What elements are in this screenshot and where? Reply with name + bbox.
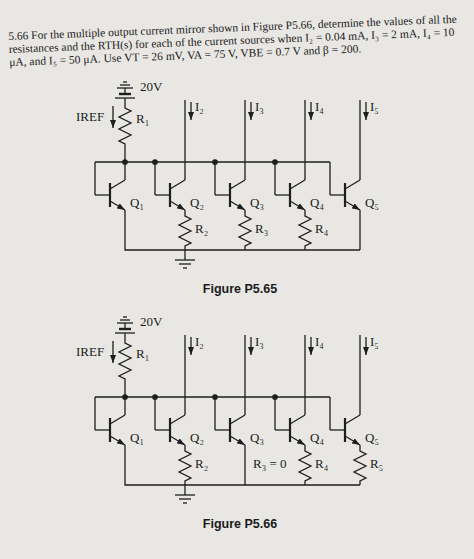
transistor-label: Q₄ (310, 196, 324, 211)
transistor-label: Q₂ (190, 196, 204, 211)
figure-caption: Figure P5.66 (203, 517, 277, 531)
transistor-label: Q₅ (365, 431, 379, 446)
transistor-label: Q₁ (130, 196, 144, 211)
current-label: I₂ (195, 100, 204, 115)
resistor-label: R₃ (255, 222, 268, 237)
resistor-label: R₁ (136, 347, 149, 362)
transistor-label: Q₃ (250, 196, 264, 211)
current-label: I₅ (370, 100, 379, 115)
current-label: I₃ (255, 100, 264, 115)
resistor-label: R₃ = 0 (253, 457, 287, 472)
current-label: I₂ (195, 335, 204, 350)
transistor-label: Q₂ (190, 431, 204, 446)
transistor-label: Q₅ (365, 196, 379, 211)
resistor-label: R₁ (136, 112, 149, 127)
current-label: IREF (76, 345, 104, 360)
resistor-label: R₄ (315, 457, 328, 472)
resistor-label: R₄ (315, 222, 328, 237)
current-label: I₄ (315, 100, 324, 115)
current-label: I₄ (315, 335, 324, 350)
supply-voltage: 20V (140, 80, 162, 95)
transistor-label: Q₁ (130, 431, 144, 446)
transistor-label: Q₃ (250, 431, 264, 446)
figure-caption: Figure P5.65 (203, 282, 277, 296)
supply-voltage: 20V (140, 315, 162, 330)
transistor-label: Q₄ (310, 431, 324, 446)
resistor-label: R₂ (195, 457, 208, 472)
resistor-label: R₅ (370, 457, 383, 472)
resistor-label: R₂ (195, 222, 208, 237)
current-label: I₃ (255, 335, 264, 350)
current-label: I₅ (370, 335, 379, 350)
current-label: IREF (76, 110, 104, 125)
problem-text: 5.66 For the multiple output current mir… (8, 13, 461, 70)
